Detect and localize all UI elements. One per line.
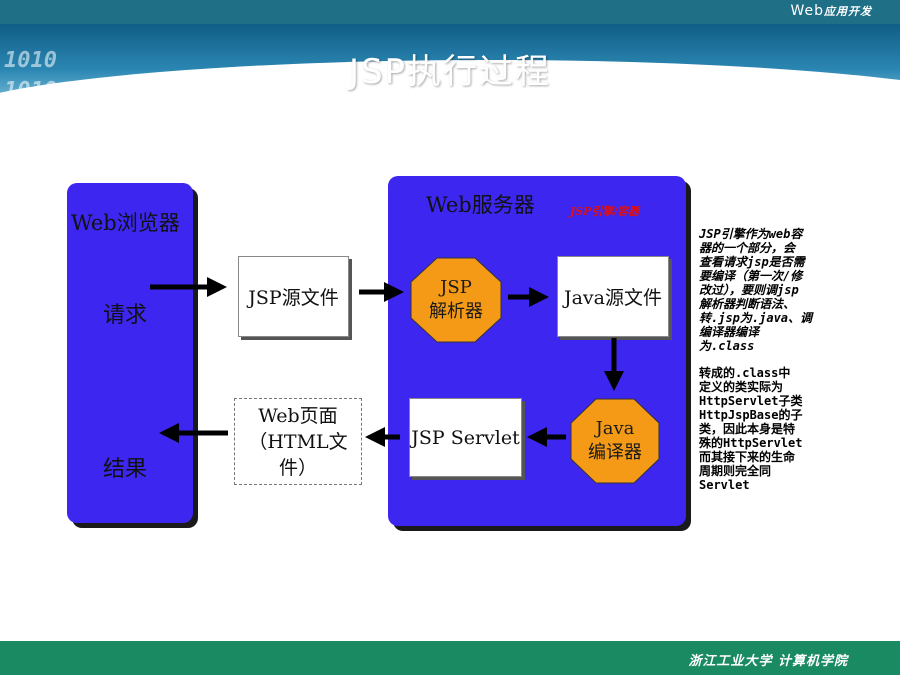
jsp-parser-node: JSP 解析器 (410, 257, 502, 343)
note-line: Servlet (699, 478, 750, 492)
jsp-servlet-file: JSP Servlet (409, 398, 522, 477)
web-page-label: Web页面 (258, 404, 338, 427)
jsp-parser-label: JSP 解析器 (429, 276, 483, 324)
servlet-note: 转成的.class中 定义的类实际为 HttpServlet子类 HttpJsp… (699, 366, 802, 492)
octagon-shape (570, 398, 660, 484)
slide-title: JSP执行过程 (348, 52, 552, 92)
header-binary-decoration: 1010 1010 (4, 46, 114, 106)
note-line: 查看请求jsp是否需 (699, 255, 805, 269)
browser-label: Web浏览器 (71, 211, 180, 235)
browser-panel: Web浏览器 请求 结果 (67, 183, 193, 523)
note-line: 解析器判断语法、 (699, 297, 796, 311)
server-label: Web服务器 (426, 193, 535, 217)
note-line: HttpServlet子类 (699, 394, 803, 408)
note-line: 类，因此本身是特 (699, 422, 796, 436)
note-line: 而其接下来的生命 (699, 450, 796, 464)
binary-line: 1010 (4, 48, 57, 73)
note-line: JSP引擎作为web容 (699, 227, 803, 241)
note-line: 要编译（第一次/修 (699, 269, 803, 283)
note-line: 转成的.class中 (699, 366, 791, 380)
engine-tag: JSP引擎/容器 (570, 205, 640, 218)
note-line: 编译器编译 (699, 325, 760, 339)
result-label: 结果 (103, 457, 148, 482)
note-line: 为.class (699, 339, 755, 353)
slide-footer: 浙江工业大学 计算机学院 (0, 641, 900, 675)
java-compiler-label: Java 编译器 (588, 417, 642, 465)
note-line: 改过），要则调jsp (699, 283, 799, 297)
java-compiler-line1: Java (595, 418, 635, 439)
header-top-bar (0, 0, 900, 24)
engine-note: JSP引擎作为web容 器的一个部分，会 查看请求jsp是否需 要编译（第一次/… (699, 227, 812, 353)
brand-prefix: Web (790, 3, 824, 19)
html-file-label: （HTML文件） (248, 430, 348, 479)
note-line: 周期则完全同 (699, 464, 772, 478)
note-line: 殊的HttpServlet (699, 436, 803, 450)
java-compiler-node: Java 编译器 (570, 398, 660, 484)
note-line: 转.jsp为.java、调 (699, 311, 813, 325)
note-line: 器的一个部分，会 (699, 241, 796, 255)
jsp-parser-line1: JSP (440, 277, 472, 298)
binary-line: 1010 (4, 78, 57, 103)
octagon-shape (410, 257, 502, 343)
footer-institution: 浙江工业大学 计算机学院 (688, 654, 848, 669)
java-compiler-line2: 编译器 (588, 442, 642, 463)
jsp-parser-line2: 解析器 (429, 301, 483, 322)
java-source-file: Java源文件 (557, 256, 669, 337)
slide-header: 1010 1010 Web应用开发 JSP执行过程 (0, 0, 900, 125)
note-line: HttpJspBase的子 (699, 408, 803, 422)
course-brand: Web应用开发 (790, 3, 872, 19)
request-label: 请求 (103, 303, 148, 328)
note-line: 定义的类实际为 (699, 380, 784, 394)
brand-suffix: 应用开发 (824, 5, 872, 18)
jsp-source-file: JSP源文件 (238, 256, 349, 337)
web-page-file: Web页面 （HTML文件） (234, 398, 362, 485)
